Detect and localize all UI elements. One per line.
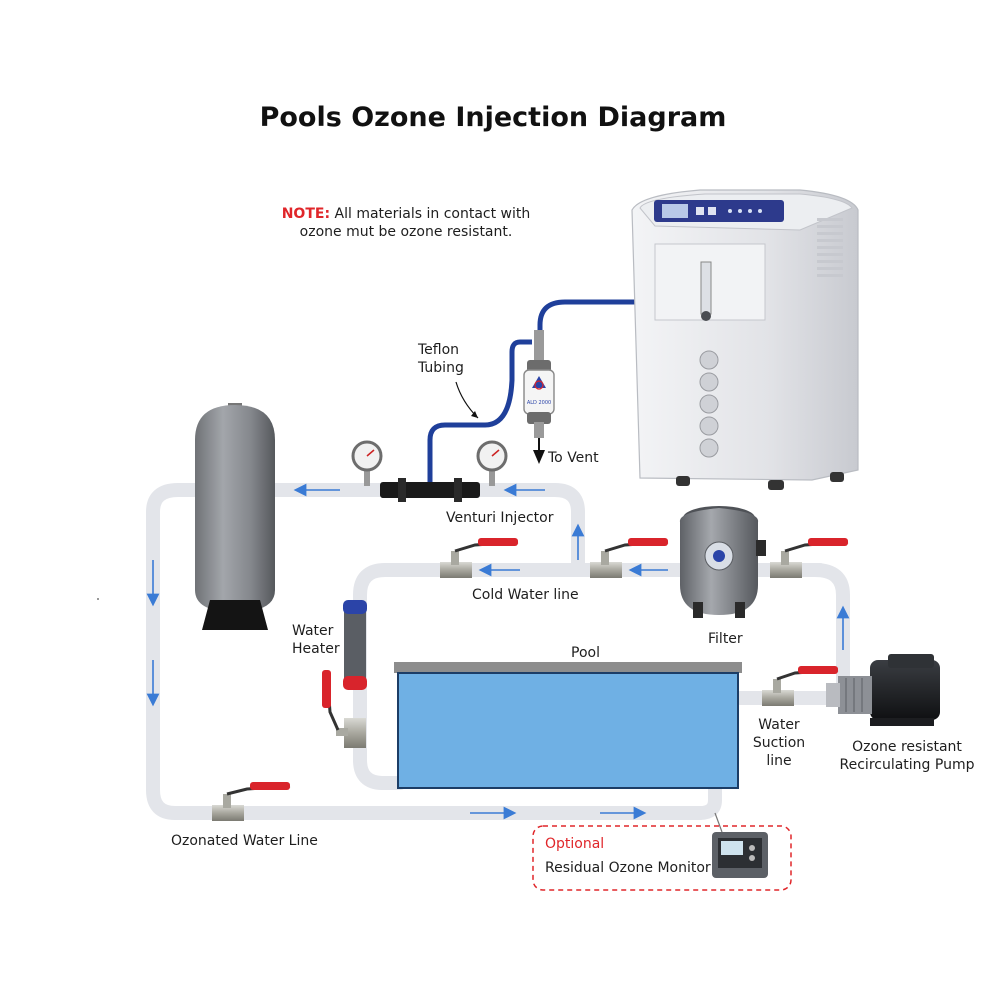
filter-label: Filter <box>708 631 743 647</box>
pool-label: Pool <box>571 645 600 661</box>
recirculating-pump <box>826 654 940 726</box>
generator-vents <box>817 218 843 277</box>
valve-heater[interactable] <box>322 670 366 748</box>
ozone-generator <box>631 189 859 490</box>
note-line1: All materials in contact with <box>334 206 531 222</box>
ozonated-water-line-pipe <box>146 483 707 820</box>
heater-label-line2: Heater <box>292 641 340 657</box>
water-heater <box>343 600 367 690</box>
valve-filter-outlet[interactable] <box>770 538 849 578</box>
pool <box>394 662 742 789</box>
pressure-gauge-right <box>476 440 508 486</box>
teflon-label-line1: Teflon <box>418 342 460 358</box>
venturi-injector-label: Venturi Injector <box>446 510 554 526</box>
valve-ozonated[interactable] <box>212 782 291 821</box>
valve-suction[interactable] <box>762 666 839 706</box>
suction-label-line1: Water <box>758 717 800 733</box>
residual-ozone-monitor-device <box>712 832 768 878</box>
pressure-gauge-left <box>351 440 383 486</box>
pump-label: Ozone resistant Recirculating Pump <box>836 738 978 774</box>
tubing-to-generator <box>537 299 640 340</box>
to-vent-label: To Vent <box>548 450 599 466</box>
vent-filter: ALD 2000 <box>523 330 555 438</box>
teflon-tubing <box>427 339 532 482</box>
generator-buttons <box>699 350 719 458</box>
sand-filter <box>679 506 766 618</box>
water-heater-label: Water Heater <box>292 622 340 658</box>
pool-rim <box>394 662 742 673</box>
suction-label-line2: Suction <box>752 735 806 751</box>
ozonated-water-line-label: Ozonated Water Line <box>171 833 318 849</box>
teflon-tubing-label: Teflon Tubing <box>418 341 464 377</box>
note: NOTE: All materials in contact with ozon… <box>270 205 542 241</box>
flow-arrows <box>146 483 850 820</box>
pump-label-line1: Ozone resistant <box>852 739 962 755</box>
valve-cold-right[interactable] <box>590 538 669 578</box>
filter-housing-text: ALD 2000 <box>527 400 551 406</box>
heater-label-line1: Water <box>292 623 334 639</box>
pool-return-pipe <box>693 778 722 820</box>
pump-label-line2: Recirculating Pump <box>839 757 975 773</box>
flowmeter <box>700 261 712 315</box>
suction-label-line3: line <box>766 753 792 769</box>
diagram-title: Pools Ozone Injection Diagram <box>259 102 727 133</box>
water-suction-label: Water Suction line <box>746 716 812 770</box>
optional-monitor-box <box>532 825 792 891</box>
residual-ozone-monitor-label: Residual Ozone Monitor <box>545 860 711 876</box>
pressure-tank <box>195 403 275 630</box>
venturi-injector <box>380 478 480 502</box>
optional-label: Optional <box>545 836 605 852</box>
monitor-sensor-line <box>714 812 723 833</box>
pool-water <box>397 672 739 789</box>
teflon-label-line2: Tubing <box>418 360 464 376</box>
note-prefix: NOTE: <box>281 206 331 222</box>
valve-cold-left[interactable] <box>440 538 519 578</box>
note-line2: ozone mut be ozone resistant. <box>299 224 513 240</box>
cold-water-line-label: Cold Water line <box>472 587 579 603</box>
